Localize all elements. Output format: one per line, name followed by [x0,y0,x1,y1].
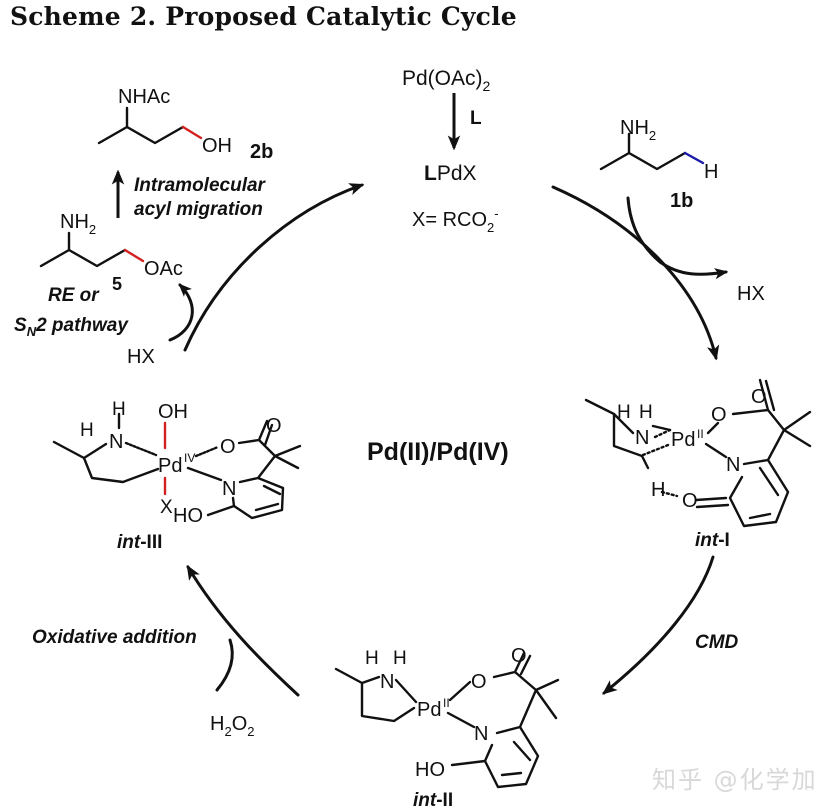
int-I-co-double [694,496,728,502]
int-I-h2: H [639,402,653,423]
int-I-label: int-I [695,530,730,551]
lpdx-label: LPdX [424,162,477,185]
int-II-o: O [471,671,487,693]
int-I-co-double2 [695,503,730,509]
int-III-h-top: H [112,399,126,420]
x-definition-label: X= RCO2- [412,206,499,235]
int-II-n-pyridine: N [474,723,488,745]
int-II-structure: H H N Pd II O O N HO int-II [334,645,560,811]
1b-chain [599,151,687,171]
1b-ch-bond-highlight [683,151,705,165]
scheme-title: Scheme 2. Proposed Catalytic Cycle [10,2,517,31]
2b-co-bond-highlight [181,125,203,140]
int-I-h1: H [617,402,631,423]
watermark: 知乎 @化学加 [652,766,818,794]
int-III-structure: H H N OH Pd IV X O O N HO int-III [52,399,302,553]
int-I-n-pd [651,424,672,432]
int-I-backbone [584,398,650,470]
int-I-ligand [728,378,812,528]
int-I-pd: Pd [671,429,695,451]
int-I-h-bond [660,490,679,498]
label-1b: 1b [670,190,693,212]
int-III-pd-oxidation: IV [184,451,195,465]
nhac-label: NHAc [118,86,170,108]
int-I-pd-oxidation: II [697,427,704,441]
int-I-n: N [635,427,649,449]
int-III-pd-n-wedge [186,466,223,482]
int-I-pd-o [706,421,720,435]
5-chain [39,248,127,268]
5-co-bond-highlight [123,248,145,263]
hx-consumed-label: HX [127,346,155,368]
int-II-ho: HO [415,759,445,781]
int-III-pd: Pd [158,455,182,477]
int-I-c-pd-agostic [641,443,670,457]
int-I-h-agostic: H [651,479,665,501]
int-III-pd-o-hashed [194,445,220,458]
cmd-label: CMD [695,632,739,653]
h2o2-label: H2O2 [210,713,254,739]
oh-label: OH [202,135,232,157]
cycle-arrow-reductive-elimination [183,183,365,352]
pd-oac2-label: Pd(OAc)2 [402,67,491,94]
re-label-line1: RE or [48,285,100,306]
int-III-o: O [220,436,236,458]
int-I-pd-n [704,442,728,459]
acyl-label-line2: acyl migration [134,199,263,220]
int-III-backbone [52,440,160,484]
2b-chain [97,125,185,145]
h2o2-in-arrow [215,638,234,692]
int-II-pd-oxidation: II [443,696,450,710]
5-nh2-label: NH2 [60,211,96,237]
int-II-backbone [334,667,418,723]
int-II-ligand [450,651,560,789]
int-II-n: N [380,671,394,693]
1b-h-label: H [704,161,718,183]
int-II-pd: Pd [417,699,441,721]
int-II-h2: H [393,648,407,669]
int-II-label: int-II [413,790,453,811]
int-III-h-left: H [80,420,94,441]
int-III-x: X [160,497,173,518]
label-5: 5 [112,274,122,294]
cycle-center-label: Pd(II)/Pd(IV) [367,438,509,466]
ligand-label: L [470,108,482,129]
product-2b-structure: NHAc OH 2b [97,86,273,163]
catalyst-activation: Pd(OAc)2 L LPdX X= RCO2- [402,67,499,235]
int-I-n-h-bond [653,428,672,439]
hx-released-label: HX [737,283,765,305]
cycle-arrow-cmd [602,555,715,695]
int-III-ligand [206,419,302,520]
substrate-in-hx-out-arrow [626,196,729,280]
substrate-1b-structure: NH2 H 1b [599,117,718,212]
int-III-n-pyridine: N [222,478,236,500]
int-II-pd-n [446,711,476,729]
int-I-n-pyridone: N [726,454,740,476]
1b-nh2-label: NH2 [620,117,656,143]
re-label-line2: SN2 pathway [14,315,129,339]
int-III-label: int-III [117,532,162,553]
int-I-o-pyridone: O [682,490,698,512]
int-III-ho: HO [173,505,203,527]
int-I-o: O [711,404,727,426]
oac-label: OAc [144,258,183,280]
int-III-n: N [109,431,123,453]
int-I-structure: H H N Pd II O O N H O int-I [584,378,812,551]
label-2b: 2b [250,141,273,163]
oxidative-addition-label: Oxidative addition [32,627,197,648]
int-II-pd-o [448,680,472,702]
int-II-h1: H [365,648,379,669]
hx-consumed-arrow [168,283,194,342]
int-III-oh: OH [158,401,188,423]
cycle-arrow-oxidative-addition [186,564,300,697]
intermediate-5-structure: NH2 OAc 5 [39,211,183,294]
int-III-n-pd-hashed [124,441,158,457]
int-II-o-carbonyl: O [511,645,527,667]
acyl-label-line1: Intramolecular [134,175,267,196]
